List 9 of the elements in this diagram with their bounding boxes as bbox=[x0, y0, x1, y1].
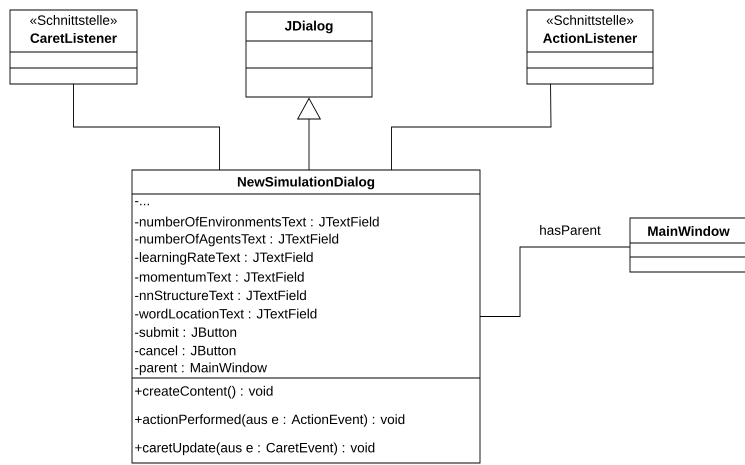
class-box: JDialog bbox=[246, 12, 372, 98]
class-box: «Schnittstelle» ActionListener bbox=[526, 10, 654, 84]
class-box: MainWindow bbox=[630, 218, 745, 272]
edge-label: hasParent bbox=[538, 224, 602, 236]
class-box: «Schnittstelle» CaretListener bbox=[10, 10, 138, 84]
association-line bbox=[73, 84, 220, 170]
association-line bbox=[391, 84, 552, 170]
association-line bbox=[480, 246, 630, 317]
class-box: NewSimulationDialog -... -numberOfEnvironmentsText : JTextField -numberOfAgentsText : JTextField -learningRateText : JTextField -momentumText : JTextField -nnStructureText : JTextField -wordLocationText : JTextField -submit : JButton -cancel : JButton -parent : MainWindow +createContent() : void +actionPerformed(aus e : ActionEvent) : void +caretUpdate(aus e : CaretEvent) : void bbox=[132, 170, 480, 464]
